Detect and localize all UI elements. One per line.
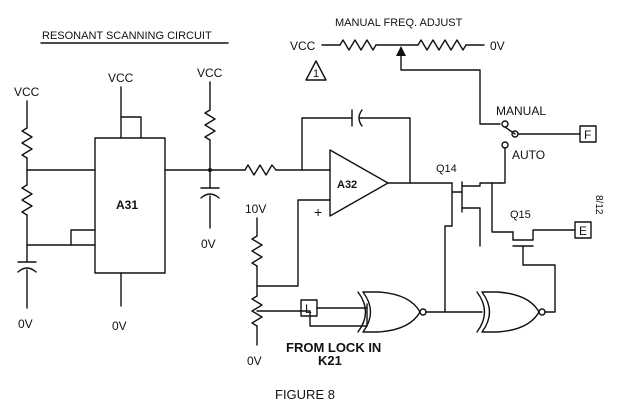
switch-auto-label: AUTO [512,148,545,162]
q14-drain [461,182,501,187]
q15-gate-wire [522,245,556,311]
q14-to-q15-wire [491,182,514,233]
nor-gate-2 [481,291,540,333]
switch-manual-label: MANUAL [496,104,546,118]
terminal-f [579,125,597,143]
switch-auto-contact [501,141,509,149]
nor-gate-2-input-curve [476,291,486,333]
lock-note-line2: K21 [318,353,342,368]
a31-block [94,137,166,274]
right-vcc-resistor [204,109,216,141]
divider-0v-label: 0V [247,354,262,368]
nor-gate-1 [362,291,421,333]
figure-caption: FIGURE 8 [275,387,335,402]
q15-label: Q15 [510,209,531,221]
left-vcc-label: VCC [14,85,40,99]
note-triangle-icon [305,60,327,81]
left-cap-plate-bottom [17,267,37,273]
divider-to-gate1-wire [256,310,368,327]
left-0v-label: 0V [18,317,33,331]
divider-resistor-bottom [251,295,263,327]
a31-vcc-label: VCC [108,71,134,85]
q14-source [461,207,481,247]
lock-note-line1: FROM LOCK IN [286,340,381,355]
right-vcc-label: VCC [197,66,223,80]
a32-noninverting-wire [256,199,331,287]
diagram-title: RESONANT SCANNING CIRCUIT [42,30,212,42]
nor-gate-1-bubble [419,308,427,316]
pot-resistor-right [417,39,467,51]
q14-gate-to-gate-wire [444,225,453,311]
nor-gate-1-input-curve [357,291,367,333]
a32-opamp [329,149,389,217]
page-mark: 8/12 [593,195,604,215]
a31-internal-notch [70,229,96,246]
terminal-f-label: F [584,128,591,142]
terminal-e-label: E [579,224,587,238]
junction-dot [208,168,212,172]
pot-vcc-label: VCC [290,39,316,53]
feedback-wire-left [301,117,353,171]
terminal-e [574,221,592,239]
divider-resistor-top [251,235,263,267]
wiper-to-manual-wire [400,55,501,125]
a31-0v-label: 0V [112,319,127,333]
manual-freq-adjust-label: MANUAL FREQ. ADJUST [335,17,463,29]
right-cap-plate-bottom [200,193,220,199]
divider-10v-label: 10V [245,202,266,216]
feedback-cap-plate-right [358,109,363,127]
switch-blade [504,126,516,135]
cap-0v-label: 0V [201,237,216,251]
left-resistor-top [21,127,33,159]
q15-to-e-wire [532,229,576,241]
a32-input-resistor [244,164,277,176]
pot-resistor-left [339,39,377,51]
left-resistor-bottom [21,184,33,216]
feedback-wire-right [359,117,411,184]
noninverting-plus-sign: + [314,204,322,220]
a31-vcc-loop [120,116,142,139]
q14-label: Q14 [436,163,457,175]
a31-label: A31 [116,198,138,212]
a32-label: A32 [337,179,357,191]
note-number: 1 [313,68,319,80]
auto-to-q14-wire [499,147,506,184]
terminal-l-label: L [305,302,312,316]
nor-gate-2-bubble [538,308,546,316]
pot-wiper-arrow [396,46,406,56]
pot-zero-label: 0V [490,39,505,53]
switch-manual-contact [501,120,509,128]
gate2-output-wire [544,309,556,313]
